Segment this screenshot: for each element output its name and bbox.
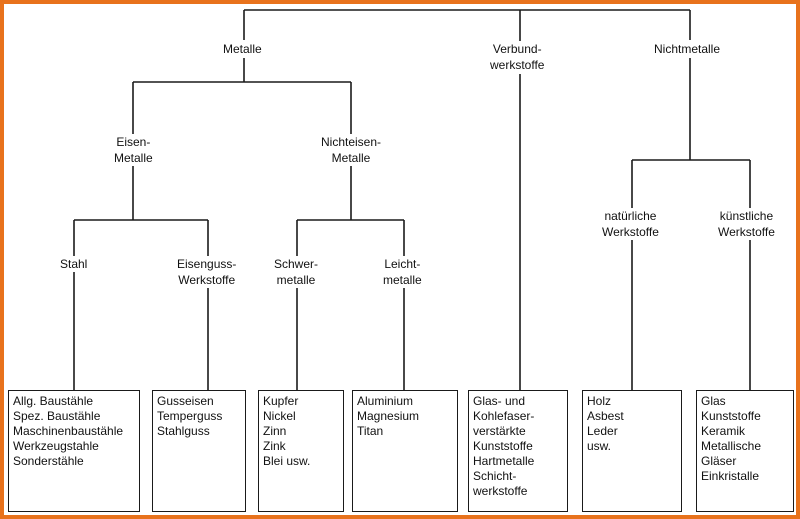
node-schwer-line2: metalle	[276, 273, 316, 287]
node-leichtmetalle: Leicht- metalle	[381, 256, 424, 288]
list-item: Titan	[357, 424, 384, 438]
list-item: Aluminium	[357, 394, 414, 408]
node-nichteisen-line1: Nichteisen-	[321, 135, 382, 149]
list-item: Stahlguss	[157, 424, 210, 438]
node-eisen-metalle: Eisen- Metalle	[112, 134, 155, 166]
list-item: Glas	[701, 394, 726, 408]
node-natuerlich-line2: Werkstoffe	[602, 225, 659, 239]
node-natuerliche-werkstoffe: natürliche Werkstoffe	[600, 208, 661, 240]
node-schwermetalle: Schwer- metalle	[272, 256, 321, 288]
list-item: Zinn	[263, 424, 287, 438]
node-eisenguss-werkstoffe: Eisenguss- Werkstoffe	[175, 256, 239, 288]
node-kuenstlich-line2: Werkstoffe	[718, 225, 775, 239]
node-kuenstliche-werkstoffe: künstliche Werkstoffe	[716, 208, 777, 240]
box-schwermetalle-list: Kupfer Nickel Zinn Zink Blei usw.	[258, 390, 344, 512]
node-eisenguss-line2: Werkstoffe	[178, 273, 236, 287]
node-natuerlich-line1: natürliche	[604, 209, 657, 223]
list-item: Kunststoffe	[701, 409, 761, 423]
list-item: Metallische	[701, 439, 762, 453]
list-item: Spez. Baustähle	[13, 409, 101, 423]
node-metalle-label: Metalle	[223, 42, 262, 56]
list-item: Keramik	[701, 424, 746, 438]
node-nichteisen-metalle: Nichteisen- Metalle	[319, 134, 384, 166]
node-stahl: Stahl	[58, 256, 90, 272]
node-leicht-line2: metalle	[383, 273, 422, 287]
list-item: Zink	[263, 439, 286, 453]
list-item: Maschinenbaustähle	[13, 424, 124, 438]
list-item: Allg. Baustähle	[13, 394, 94, 408]
box-eisenguss-list: Gusseisen Temperguss Stahlguss	[152, 390, 246, 512]
list-item: Gläser	[701, 454, 737, 468]
box-kuenstliche-list: Glas Kunststoffe Keramik Metallische Glä…	[696, 390, 794, 512]
list-item: Nickel	[263, 409, 296, 423]
node-eisen-line2: Metalle	[114, 151, 153, 165]
node-kuenstlich-line1: künstliche	[719, 209, 774, 223]
list-item: Hartmetalle	[473, 454, 535, 468]
list-item: Gusseisen	[157, 394, 214, 408]
list-item: verstärkte	[473, 424, 526, 438]
node-leicht-line1: Leicht-	[384, 257, 421, 271]
node-verbund-line2: werkstoffe	[490, 58, 545, 72]
node-nichteisen-line2: Metalle	[331, 151, 371, 165]
box-natuerliche-list: Holz Asbest Leder usw.	[582, 390, 682, 512]
list-item: Leder	[587, 424, 618, 438]
list-item: Kunststoffe	[473, 439, 533, 453]
node-metalle: Metalle	[221, 41, 264, 57]
list-item: werkstoffe	[473, 484, 528, 498]
list-item: Blei usw.	[263, 454, 311, 468]
list-item: Temperguss	[157, 409, 223, 423]
list-item: Kupfer	[263, 394, 299, 408]
list-item: Einkristalle	[701, 469, 760, 483]
node-nichtmetalle: Nichtmetalle	[652, 41, 723, 57]
list-item: usw.	[587, 439, 612, 453]
list-item: Holz	[587, 394, 612, 408]
list-item: Werkzeugstahle	[13, 439, 99, 453]
node-eisen-line1: Eisen-	[116, 135, 151, 149]
list-item: Magnesium	[357, 409, 420, 423]
node-verbundwerkstoffe: Verbund- werkstoffe	[488, 41, 547, 73]
box-verbund-list: Glas- und Kohlefaser- verstärkte Kunstst…	[468, 390, 568, 512]
list-item: Sonderstähle	[13, 454, 84, 468]
list-item: Asbest	[587, 409, 624, 423]
node-nichtmetalle-label: Nichtmetalle	[654, 42, 721, 56]
list-item: Schicht-	[473, 469, 517, 483]
node-stahl-label: Stahl	[60, 257, 88, 271]
box-stahl-list: Allg. Baustähle Spez. Baustähle Maschine…	[8, 390, 140, 512]
list-item: Glas- und	[473, 394, 526, 408]
node-eisenguss-line1: Eisenguss-	[177, 257, 237, 271]
node-schwer-line1: Schwer-	[274, 257, 319, 271]
list-item: Kohlefaser-	[473, 409, 535, 423]
box-leichtmetalle-list: Aluminium Magnesium Titan	[352, 390, 458, 512]
node-verbund-line1: Verbund-	[492, 42, 542, 56]
